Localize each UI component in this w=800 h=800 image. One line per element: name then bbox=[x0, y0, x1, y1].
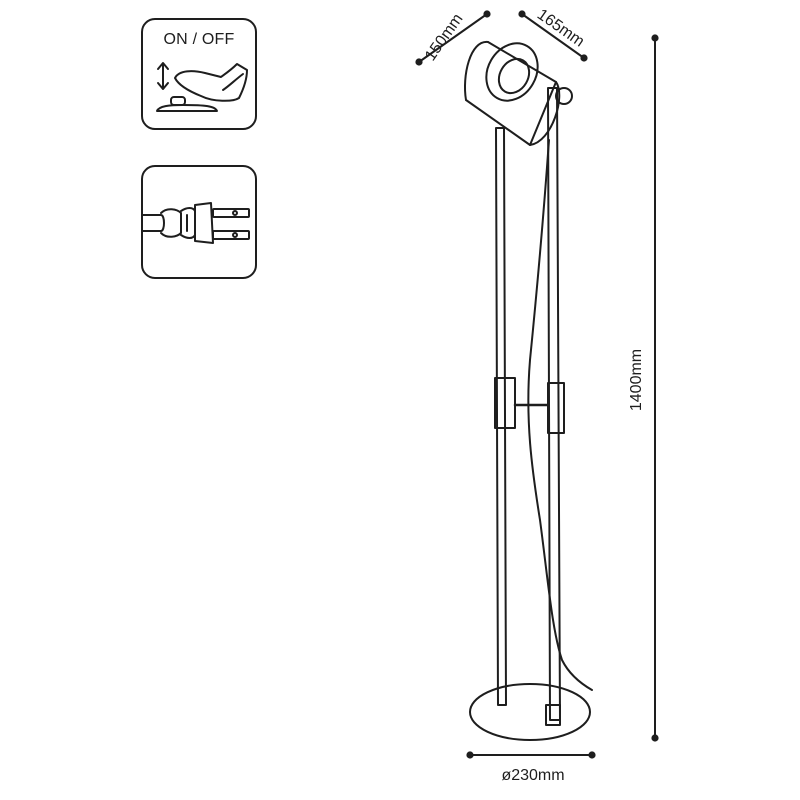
lamp-shade bbox=[464, 41, 573, 146]
foot-switch-icon bbox=[156, 62, 248, 112]
on-off-switch-card: ON / OFF bbox=[141, 18, 257, 130]
on-off-label: ON / OFF bbox=[163, 31, 235, 48]
lamp-left-leg bbox=[494, 127, 516, 706]
height-label: 1400mm bbox=[628, 349, 645, 411]
base-diameter-label: ø230mm bbox=[501, 767, 564, 784]
lamp-base bbox=[469, 683, 591, 741]
dimension-line-shade-diameter bbox=[518, 10, 588, 62]
dimension-line-height bbox=[651, 34, 659, 742]
dimension-line-shade-length bbox=[415, 10, 491, 66]
dimension-line-base bbox=[466, 751, 596, 759]
power-cord bbox=[527, 139, 593, 691]
power-plug-icon bbox=[143, 202, 250, 244]
shade-length-label: 150mm bbox=[422, 11, 467, 64]
power-plug-card bbox=[141, 165, 257, 279]
